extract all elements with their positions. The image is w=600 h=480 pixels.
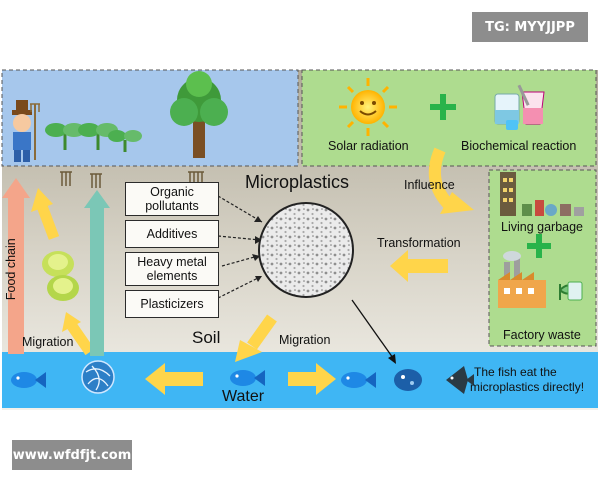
- migration-label-left: Migration: [22, 335, 74, 349]
- transformation-arrow: [390, 250, 448, 282]
- sun-icon: [339, 78, 397, 136]
- migration-arrow-soil-to-water: [235, 314, 277, 362]
- fish-icon-middle: [230, 370, 265, 386]
- plus-icon-top: [430, 94, 456, 120]
- seedling-icons: [45, 123, 142, 152]
- angelfish-icon: [446, 366, 474, 394]
- fish-icon-left: [11, 372, 46, 388]
- food-chain-label: Food chain: [3, 238, 18, 301]
- uptake-arrow-teal: [84, 190, 110, 356]
- food-chain-arrow: [2, 178, 30, 354]
- plus-icon-right: [527, 234, 551, 258]
- root-icons: [60, 171, 204, 188]
- diagram-title: Microplastics: [245, 172, 350, 192]
- additive-box-plasticizers: Plasticizers: [125, 290, 219, 318]
- solar-radiation-label: Solar radiation: [328, 139, 409, 153]
- fish-note-line1: The fish eat the: [474, 365, 557, 379]
- fish-icons: [11, 366, 474, 394]
- cabbage-icons: [42, 251, 79, 301]
- factory-icon: [498, 251, 583, 308]
- additive-label: Heavy metal elements: [137, 254, 207, 283]
- watermark-tg: TG: MYYJJPP: [472, 12, 588, 42]
- additive-box-organic-pollutants: Organic pollutants: [125, 182, 219, 216]
- watermark-site: www.wfdfjt.com: [12, 440, 132, 470]
- lab-glassware-icon: [494, 84, 545, 130]
- farmer-icon: [12, 100, 40, 162]
- additive-label: Organic pollutants: [145, 184, 199, 213]
- influence-arrow: [428, 147, 474, 214]
- fish-icon-right: [341, 372, 376, 388]
- additive-label: Additives: [146, 226, 198, 241]
- additive-label: Plasticizers: [140, 296, 204, 311]
- microplastics-circle: [258, 202, 354, 298]
- arrows: [31, 147, 474, 395]
- uptake-arrow-yellow: [31, 188, 60, 240]
- tree-icon: [170, 71, 228, 158]
- fish-note-line2: microplastics directly!: [470, 380, 585, 394]
- migration-arrow-plant-up: [62, 312, 95, 356]
- water-label: Water: [222, 388, 265, 405]
- living-garbage-label: Living garbage: [501, 220, 584, 234]
- transformation-label: Transformation: [377, 236, 461, 250]
- water-arrow-left: [145, 363, 203, 395]
- ingestion-line: [351, 299, 396, 364]
- water-arrow-right: [288, 363, 336, 395]
- garbage-icon: [500, 172, 584, 216]
- biochemical-reaction-label: Biochemical reaction: [461, 139, 577, 153]
- energy-panel: [301, 69, 597, 167]
- additive-box-heavy-metals: Heavy metal elements: [125, 252, 219, 286]
- sky-panel: [1, 69, 299, 167]
- soil-label: Soil: [192, 328, 221, 347]
- arrowheads: [252, 216, 262, 282]
- fish-icon-eating: [394, 369, 422, 391]
- migration-label-middle: Migration: [279, 333, 331, 347]
- factory-waste-label: Factory waste: [503, 328, 581, 342]
- influence-label: Influence: [404, 178, 455, 192]
- connector-lines: [217, 195, 263, 299]
- additive-box-additives: Additives: [125, 220, 219, 248]
- plastic-ball-icon: [81, 360, 115, 394]
